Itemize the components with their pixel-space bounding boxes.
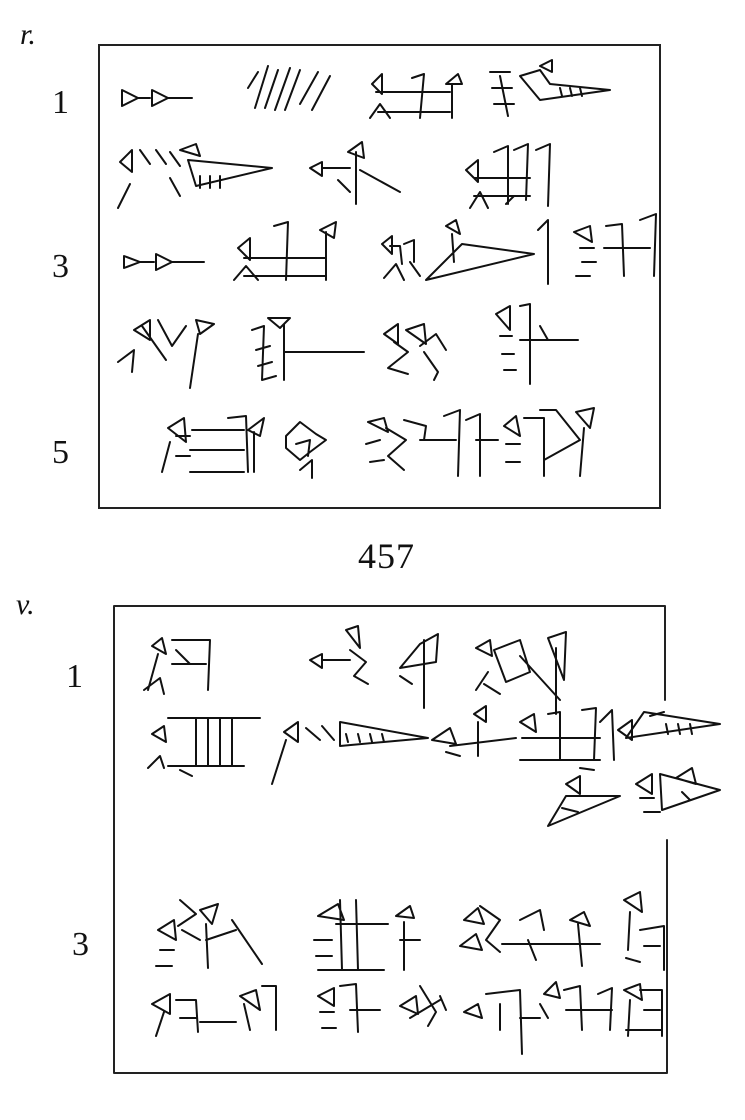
reverse-line-1-signs — [143, 625, 567, 715]
obverse-line-2-signs — [117, 141, 551, 209]
obverse-line-number-5: 5 — [52, 434, 69, 471]
reverse-line-2-signs — [147, 705, 721, 785]
obverse-side-label: r. — [20, 18, 36, 51]
obverse-line-number-3: 3 — [52, 248, 69, 285]
obverse-line-1-signs — [121, 59, 611, 119]
obverse-line-4-signs — [117, 303, 579, 389]
reverse-side-label: v. — [16, 588, 35, 621]
obverse-line-3-signs — [123, 213, 657, 285]
obverse-line-5-signs — [161, 407, 595, 479]
reverse-line-number-1: 1 — [66, 658, 83, 695]
obverse-line-number-1: 1 — [52, 84, 69, 121]
catalog-number: 457 — [358, 536, 415, 576]
obverse-panel — [98, 44, 661, 509]
reverse-line-2b-signs — [547, 767, 721, 827]
reverse-line-number-3: 3 — [72, 926, 89, 963]
reverse-line-3-signs — [155, 891, 665, 971]
reverse-line-4-signs — [151, 981, 663, 1055]
